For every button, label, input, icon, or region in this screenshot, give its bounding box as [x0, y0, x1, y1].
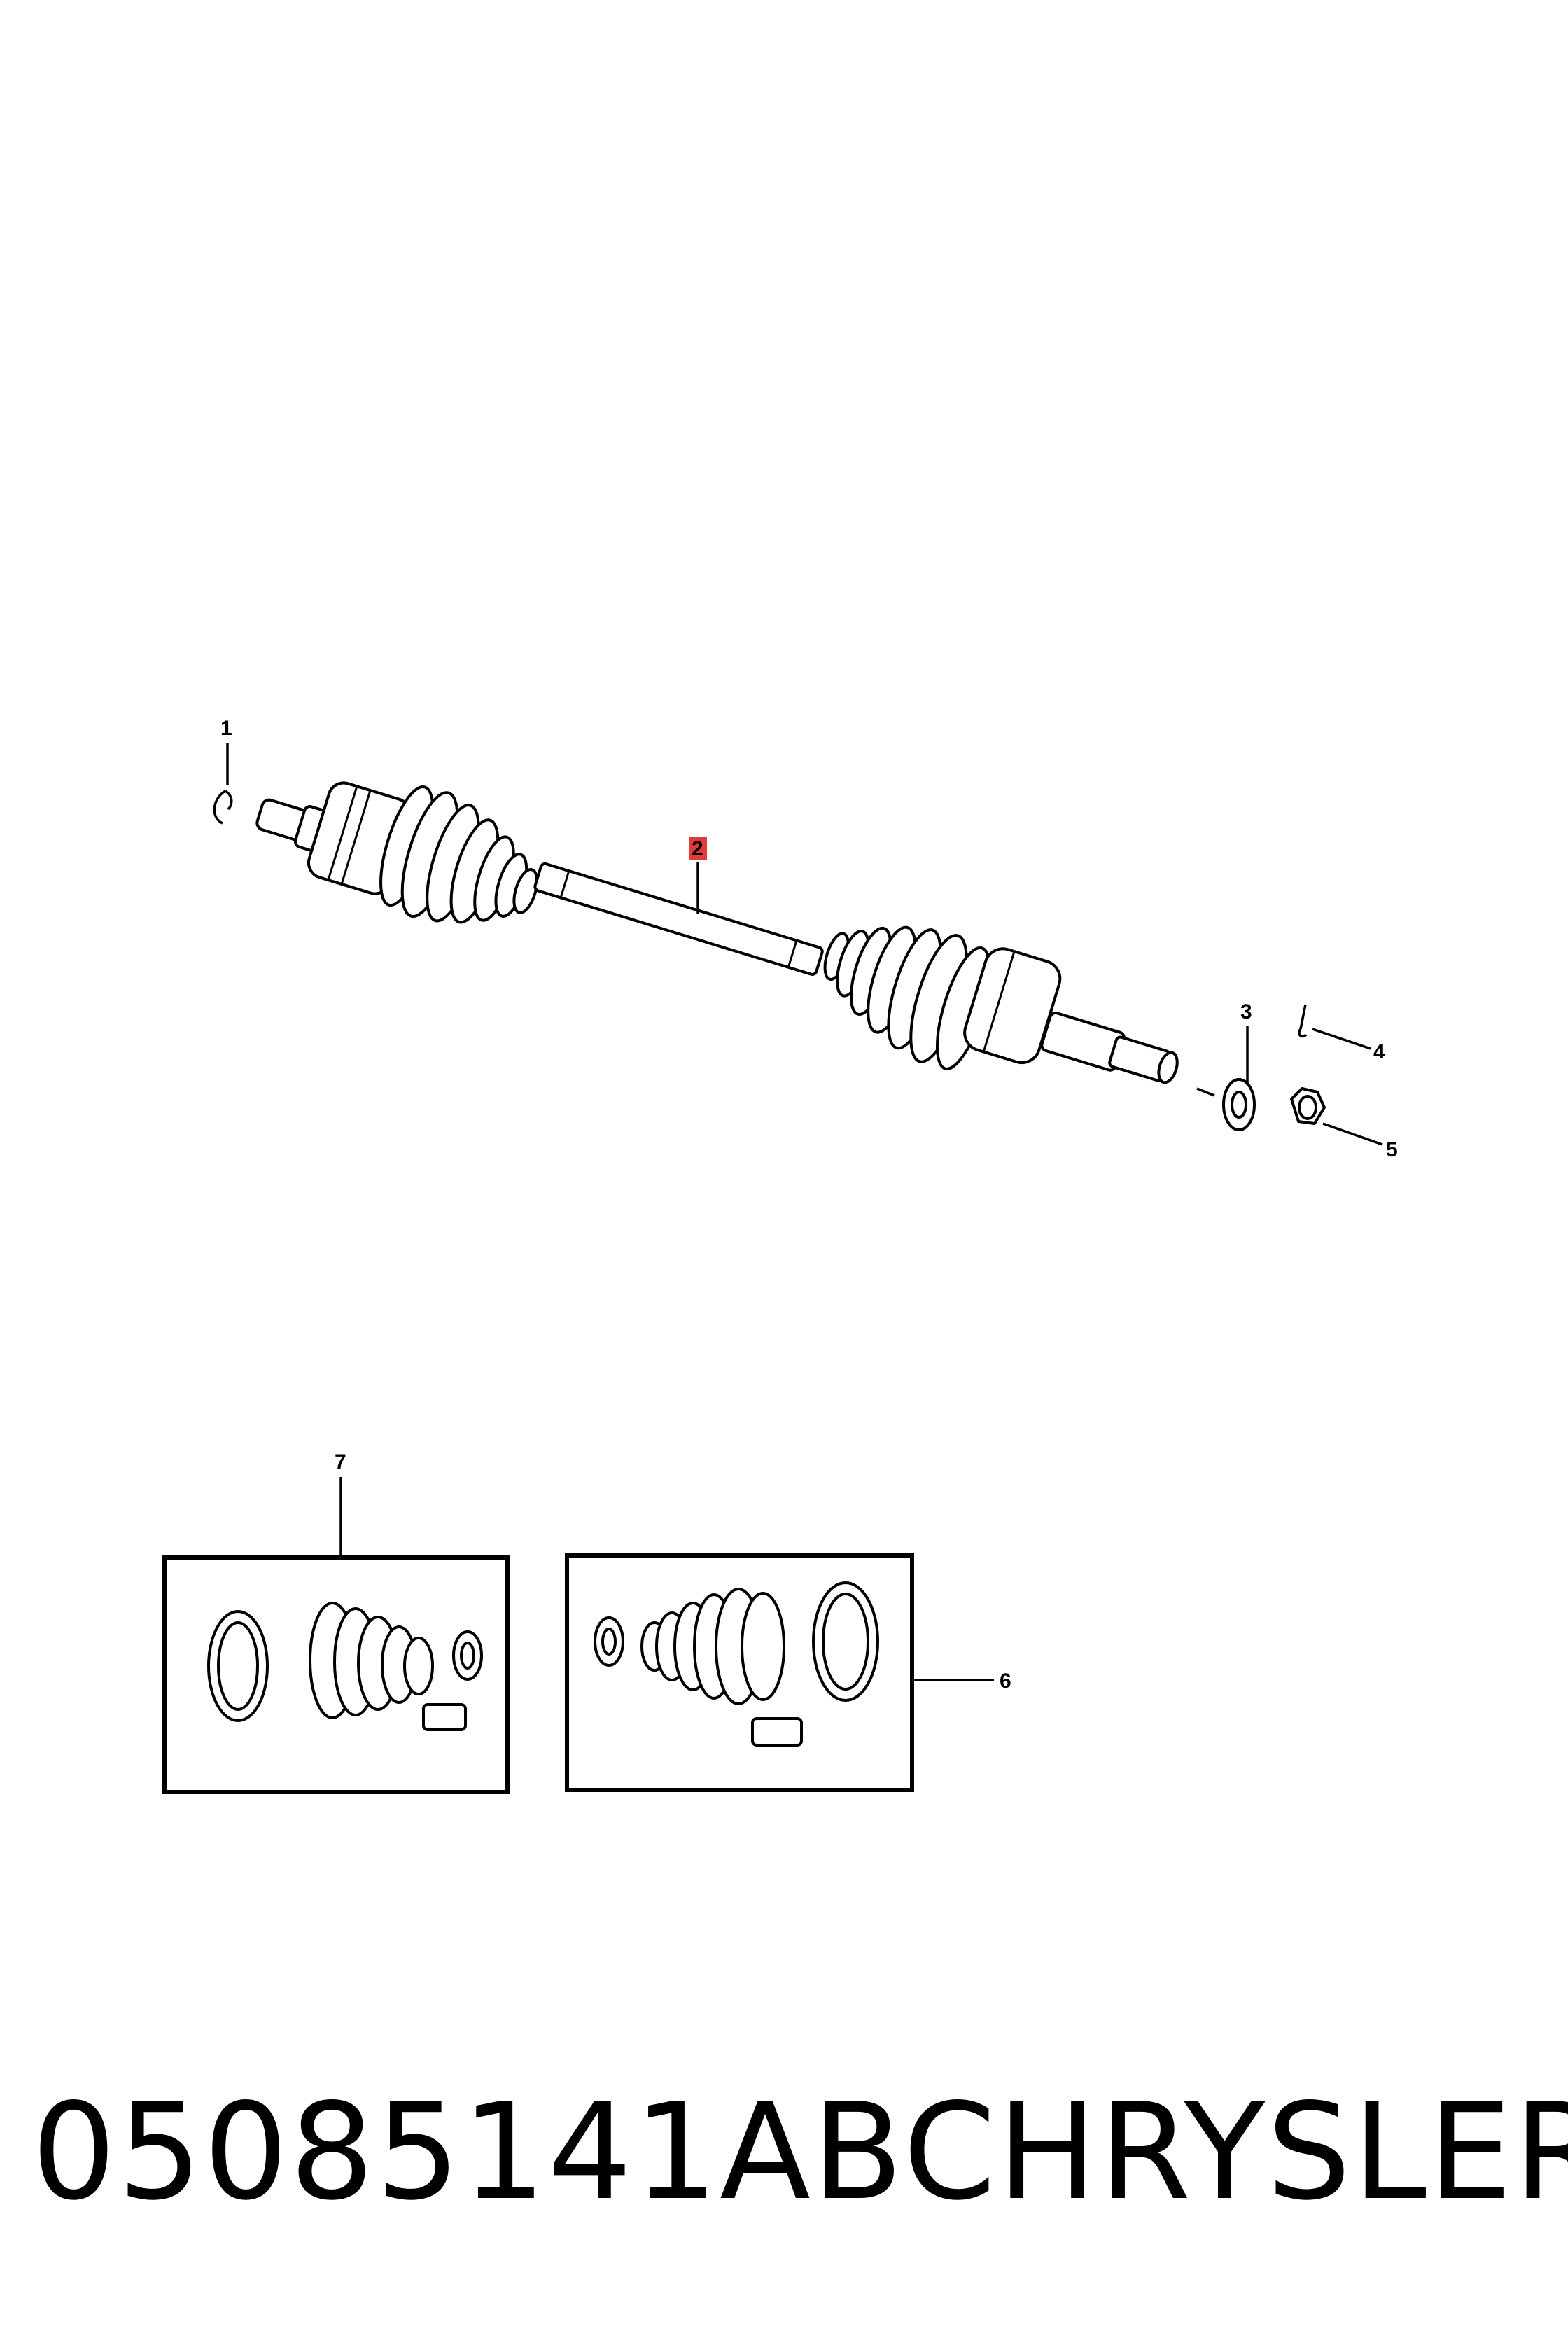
callout-6: 6	[1000, 1670, 1011, 1693]
callout-1: 1	[220, 717, 232, 740]
callout-4: 4	[1373, 1040, 1385, 1063]
callout-5: 5	[1386, 1138, 1398, 1161]
cotter-pin	[1298, 1004, 1308, 1038]
boot-kit-box-inner	[162, 1555, 510, 1794]
snap-ring	[213, 790, 233, 825]
axis-dash	[1196, 1087, 1215, 1097]
washer	[1222, 1078, 1256, 1131]
leader-line-4	[1312, 1028, 1371, 1050]
footer: 05085141AB CHRYSLER	[0, 2065, 1568, 2240]
outer-boot	[823, 925, 992, 1070]
callout-2-highlight	[689, 837, 707, 860]
callout-3: 3	[1240, 1000, 1252, 1023]
inner-boot	[379, 785, 539, 924]
castle-nut	[1290, 1087, 1326, 1125]
part-number: 05085141AB	[31, 2075, 905, 2230]
boot-kit-box-outer	[565, 1553, 914, 1792]
drive-shaft-assembly	[255, 781, 1179, 1084]
half-shaft	[533, 862, 824, 976]
outer-stub-shaft	[1040, 1011, 1179, 1084]
brand-name: CHRYSLER	[903, 2075, 1568, 2230]
callout-2: 2	[692, 837, 704, 860]
callout-7: 7	[335, 1450, 346, 1474]
leader-line-5	[1322, 1122, 1383, 1146]
